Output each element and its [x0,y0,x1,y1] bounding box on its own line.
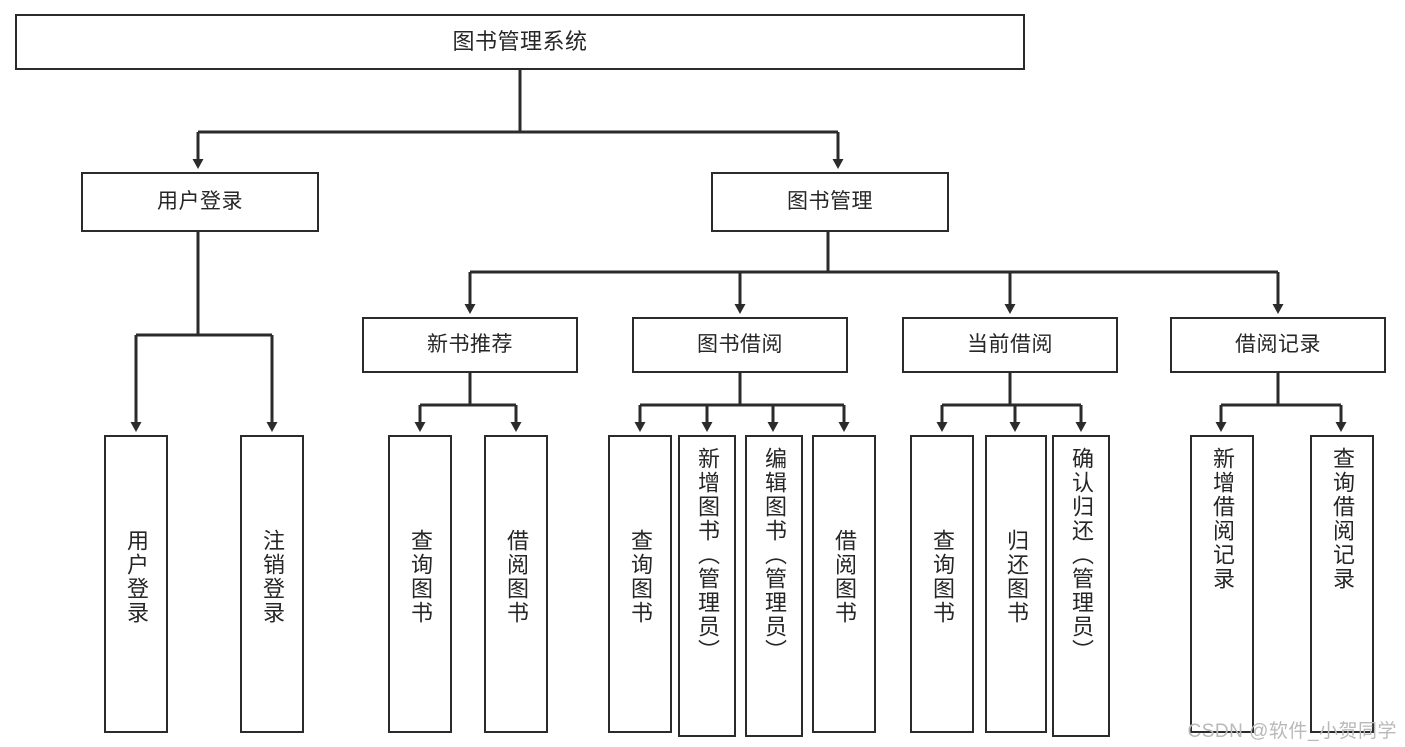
leaf-return-book-label: 归还图书 [1004,529,1029,625]
leaf-borrow-book-recommend-label: 借阅图书 [504,529,529,625]
leaf-query-book-borrow-label: 查询图书 [628,529,653,625]
node-user-login-label: 用户登录 [157,189,243,213]
node-borrow-record-label: 借阅记录 [1235,332,1321,356]
leaf-borrow-book-borrow-label: 借阅图书 [832,529,857,625]
leaf-logout-label: 注销登录 [260,529,285,625]
node-user-login[interactable]: 用户登录 [81,172,319,232]
leaf-query-borrow-record[interactable]: 查询借阅记录 [1310,435,1374,733]
node-new-book-recommend[interactable]: 新书推荐 [362,317,578,373]
leaf-borrow-book-recommend[interactable]: 借阅图书 [484,435,548,733]
leaf-confirm-return-admin[interactable]: 确认归还（管理员） [1052,435,1110,737]
leaf-add-book-admin-label: 新增图书（管理员） [695,447,720,663]
csdn-watermark: CSDN @软件_小贺同学 [1187,721,1397,742]
leaf-logout[interactable]: 注销登录 [240,435,304,733]
leaf-confirm-return-admin-label: 确认归还（管理员） [1069,447,1094,663]
leaf-query-borrow-record-label: 查询借阅记录 [1330,447,1355,591]
leaf-add-borrow-record-label: 新增借阅记录 [1210,447,1235,591]
leaf-query-book-current[interactable]: 查询图书 [910,435,974,733]
leaf-query-book-recommend-label: 查询图书 [408,529,433,625]
node-book-manage[interactable]: 图书管理 [711,172,949,232]
node-current-borrow[interactable]: 当前借阅 [902,317,1118,373]
leaf-edit-book-admin[interactable]: 编辑图书（管理员） [745,435,803,737]
leaf-add-borrow-record[interactable]: 新增借阅记录 [1190,435,1254,733]
leaf-query-book-current-label: 查询图书 [930,529,955,625]
leaf-edit-book-admin-label: 编辑图书（管理员） [762,447,787,663]
leaf-user-login[interactable]: 用户登录 [104,435,168,733]
node-borrow-record[interactable]: 借阅记录 [1170,317,1386,373]
leaf-query-book-recommend[interactable]: 查询图书 [388,435,452,733]
node-book-manage-label: 图书管理 [787,189,873,213]
node-book-borrow[interactable]: 图书借阅 [632,317,848,373]
node-root[interactable]: 图书管理系统 [15,14,1025,70]
leaf-query-book-borrow[interactable]: 查询图书 [608,435,672,733]
leaf-borrow-book-borrow[interactable]: 借阅图书 [812,435,876,733]
node-book-borrow-label: 图书借阅 [697,332,783,356]
node-current-borrow-label: 当前借阅 [967,332,1053,356]
leaf-return-book[interactable]: 归还图书 [985,435,1047,733]
node-new-book-recommend-label: 新书推荐 [427,332,513,356]
node-root-label: 图书管理系统 [452,29,588,55]
leaf-add-book-admin[interactable]: 新增图书（管理员） [678,435,736,737]
leaf-user-login-label: 用户登录 [124,529,149,625]
